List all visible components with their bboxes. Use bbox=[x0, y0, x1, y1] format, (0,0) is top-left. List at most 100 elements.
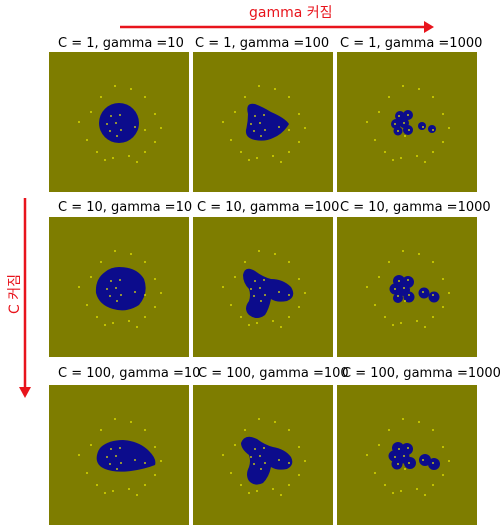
training-points bbox=[222, 250, 306, 328]
data-point bbox=[398, 115, 400, 117]
data-point bbox=[288, 151, 290, 153]
data-point bbox=[110, 448, 112, 450]
data-point bbox=[240, 151, 242, 153]
data-point bbox=[96, 316, 98, 318]
data-point bbox=[106, 456, 108, 458]
decision-region bbox=[245, 103, 289, 141]
panel-title-c1-g10: C = 1, gamma =10 bbox=[58, 36, 184, 51]
panel-c100-g1000 bbox=[337, 385, 477, 525]
data-point bbox=[112, 157, 114, 159]
data-point bbox=[114, 250, 116, 252]
data-point bbox=[442, 113, 444, 115]
panel-title-c10-g1000: C = 10, gamma =1000 bbox=[340, 200, 491, 215]
data-point bbox=[106, 123, 108, 125]
data-point bbox=[264, 129, 266, 131]
data-point bbox=[288, 261, 290, 263]
data-point bbox=[448, 292, 450, 294]
data-point bbox=[136, 161, 138, 163]
data-point bbox=[100, 96, 102, 98]
data-point bbox=[442, 446, 444, 448]
data-point bbox=[394, 123, 396, 125]
data-point bbox=[374, 139, 376, 141]
data-point bbox=[366, 121, 368, 123]
panel-title-c100-g10: C = 100, gamma =10 bbox=[58, 366, 201, 381]
data-point bbox=[378, 444, 380, 446]
data-point bbox=[398, 280, 400, 282]
data-point bbox=[254, 280, 256, 282]
data-point bbox=[104, 324, 106, 326]
data-point bbox=[288, 316, 290, 318]
data-point bbox=[392, 324, 394, 326]
data-point bbox=[154, 306, 156, 308]
panel-c10-g1000 bbox=[337, 217, 477, 357]
data-point bbox=[288, 96, 290, 98]
panel-title-c1-g100: C = 1, gamma =100 bbox=[195, 36, 330, 51]
data-point bbox=[244, 261, 246, 263]
data-point bbox=[244, 429, 246, 431]
data-point bbox=[397, 463, 399, 465]
data-point bbox=[298, 141, 300, 143]
data-point bbox=[250, 288, 252, 290]
data-point bbox=[115, 287, 117, 289]
data-point bbox=[253, 463, 255, 465]
data-point bbox=[304, 292, 306, 294]
data-point bbox=[278, 291, 280, 293]
data-point bbox=[402, 418, 404, 420]
data-point bbox=[274, 88, 276, 90]
data-point bbox=[272, 488, 274, 490]
data-point bbox=[128, 155, 130, 157]
data-point bbox=[234, 276, 236, 278]
data-point bbox=[104, 159, 106, 161]
data-point bbox=[416, 320, 418, 322]
data-point bbox=[130, 421, 132, 423]
data-point bbox=[278, 126, 280, 128]
data-point bbox=[403, 122, 405, 124]
data-point bbox=[384, 151, 386, 153]
data-point bbox=[90, 276, 92, 278]
panel-c1-g100 bbox=[193, 52, 333, 192]
data-point bbox=[432, 462, 434, 464]
data-point bbox=[130, 253, 132, 255]
data-point bbox=[116, 135, 118, 137]
data-point bbox=[115, 122, 117, 124]
data-point bbox=[407, 279, 409, 281]
data-point bbox=[154, 278, 156, 280]
data-point bbox=[378, 276, 380, 278]
data-point bbox=[112, 490, 114, 492]
data-point bbox=[136, 494, 138, 496]
data-point bbox=[298, 278, 300, 280]
data-point bbox=[248, 492, 250, 494]
data-point bbox=[258, 418, 260, 420]
data-point bbox=[432, 294, 434, 296]
data-point bbox=[448, 460, 450, 462]
data-point bbox=[230, 139, 232, 141]
data-point bbox=[260, 135, 262, 137]
data-point bbox=[130, 88, 132, 90]
data-point bbox=[78, 286, 80, 288]
decision-region bbox=[95, 267, 146, 311]
decision-region bbox=[99, 103, 139, 143]
data-point bbox=[154, 446, 156, 448]
data-point bbox=[424, 494, 426, 496]
data-point bbox=[288, 294, 290, 296]
data-point bbox=[388, 261, 390, 263]
data-point bbox=[244, 96, 246, 98]
training-points bbox=[366, 418, 450, 496]
data-point bbox=[234, 111, 236, 113]
data-point bbox=[144, 294, 146, 296]
data-point bbox=[119, 114, 121, 116]
panel-title-c10-g10: C = 10, gamma =10 bbox=[58, 200, 193, 215]
data-point bbox=[115, 455, 117, 457]
data-point bbox=[288, 129, 290, 131]
data-point bbox=[432, 151, 434, 153]
data-point bbox=[392, 159, 394, 161]
data-point bbox=[134, 459, 136, 461]
panel-title-c1-g1000: C = 1, gamma =1000 bbox=[340, 36, 483, 51]
data-point bbox=[258, 85, 260, 87]
data-point bbox=[298, 306, 300, 308]
data-point bbox=[128, 488, 130, 490]
data-point bbox=[109, 463, 111, 465]
data-point bbox=[134, 126, 136, 128]
data-point bbox=[394, 456, 396, 458]
